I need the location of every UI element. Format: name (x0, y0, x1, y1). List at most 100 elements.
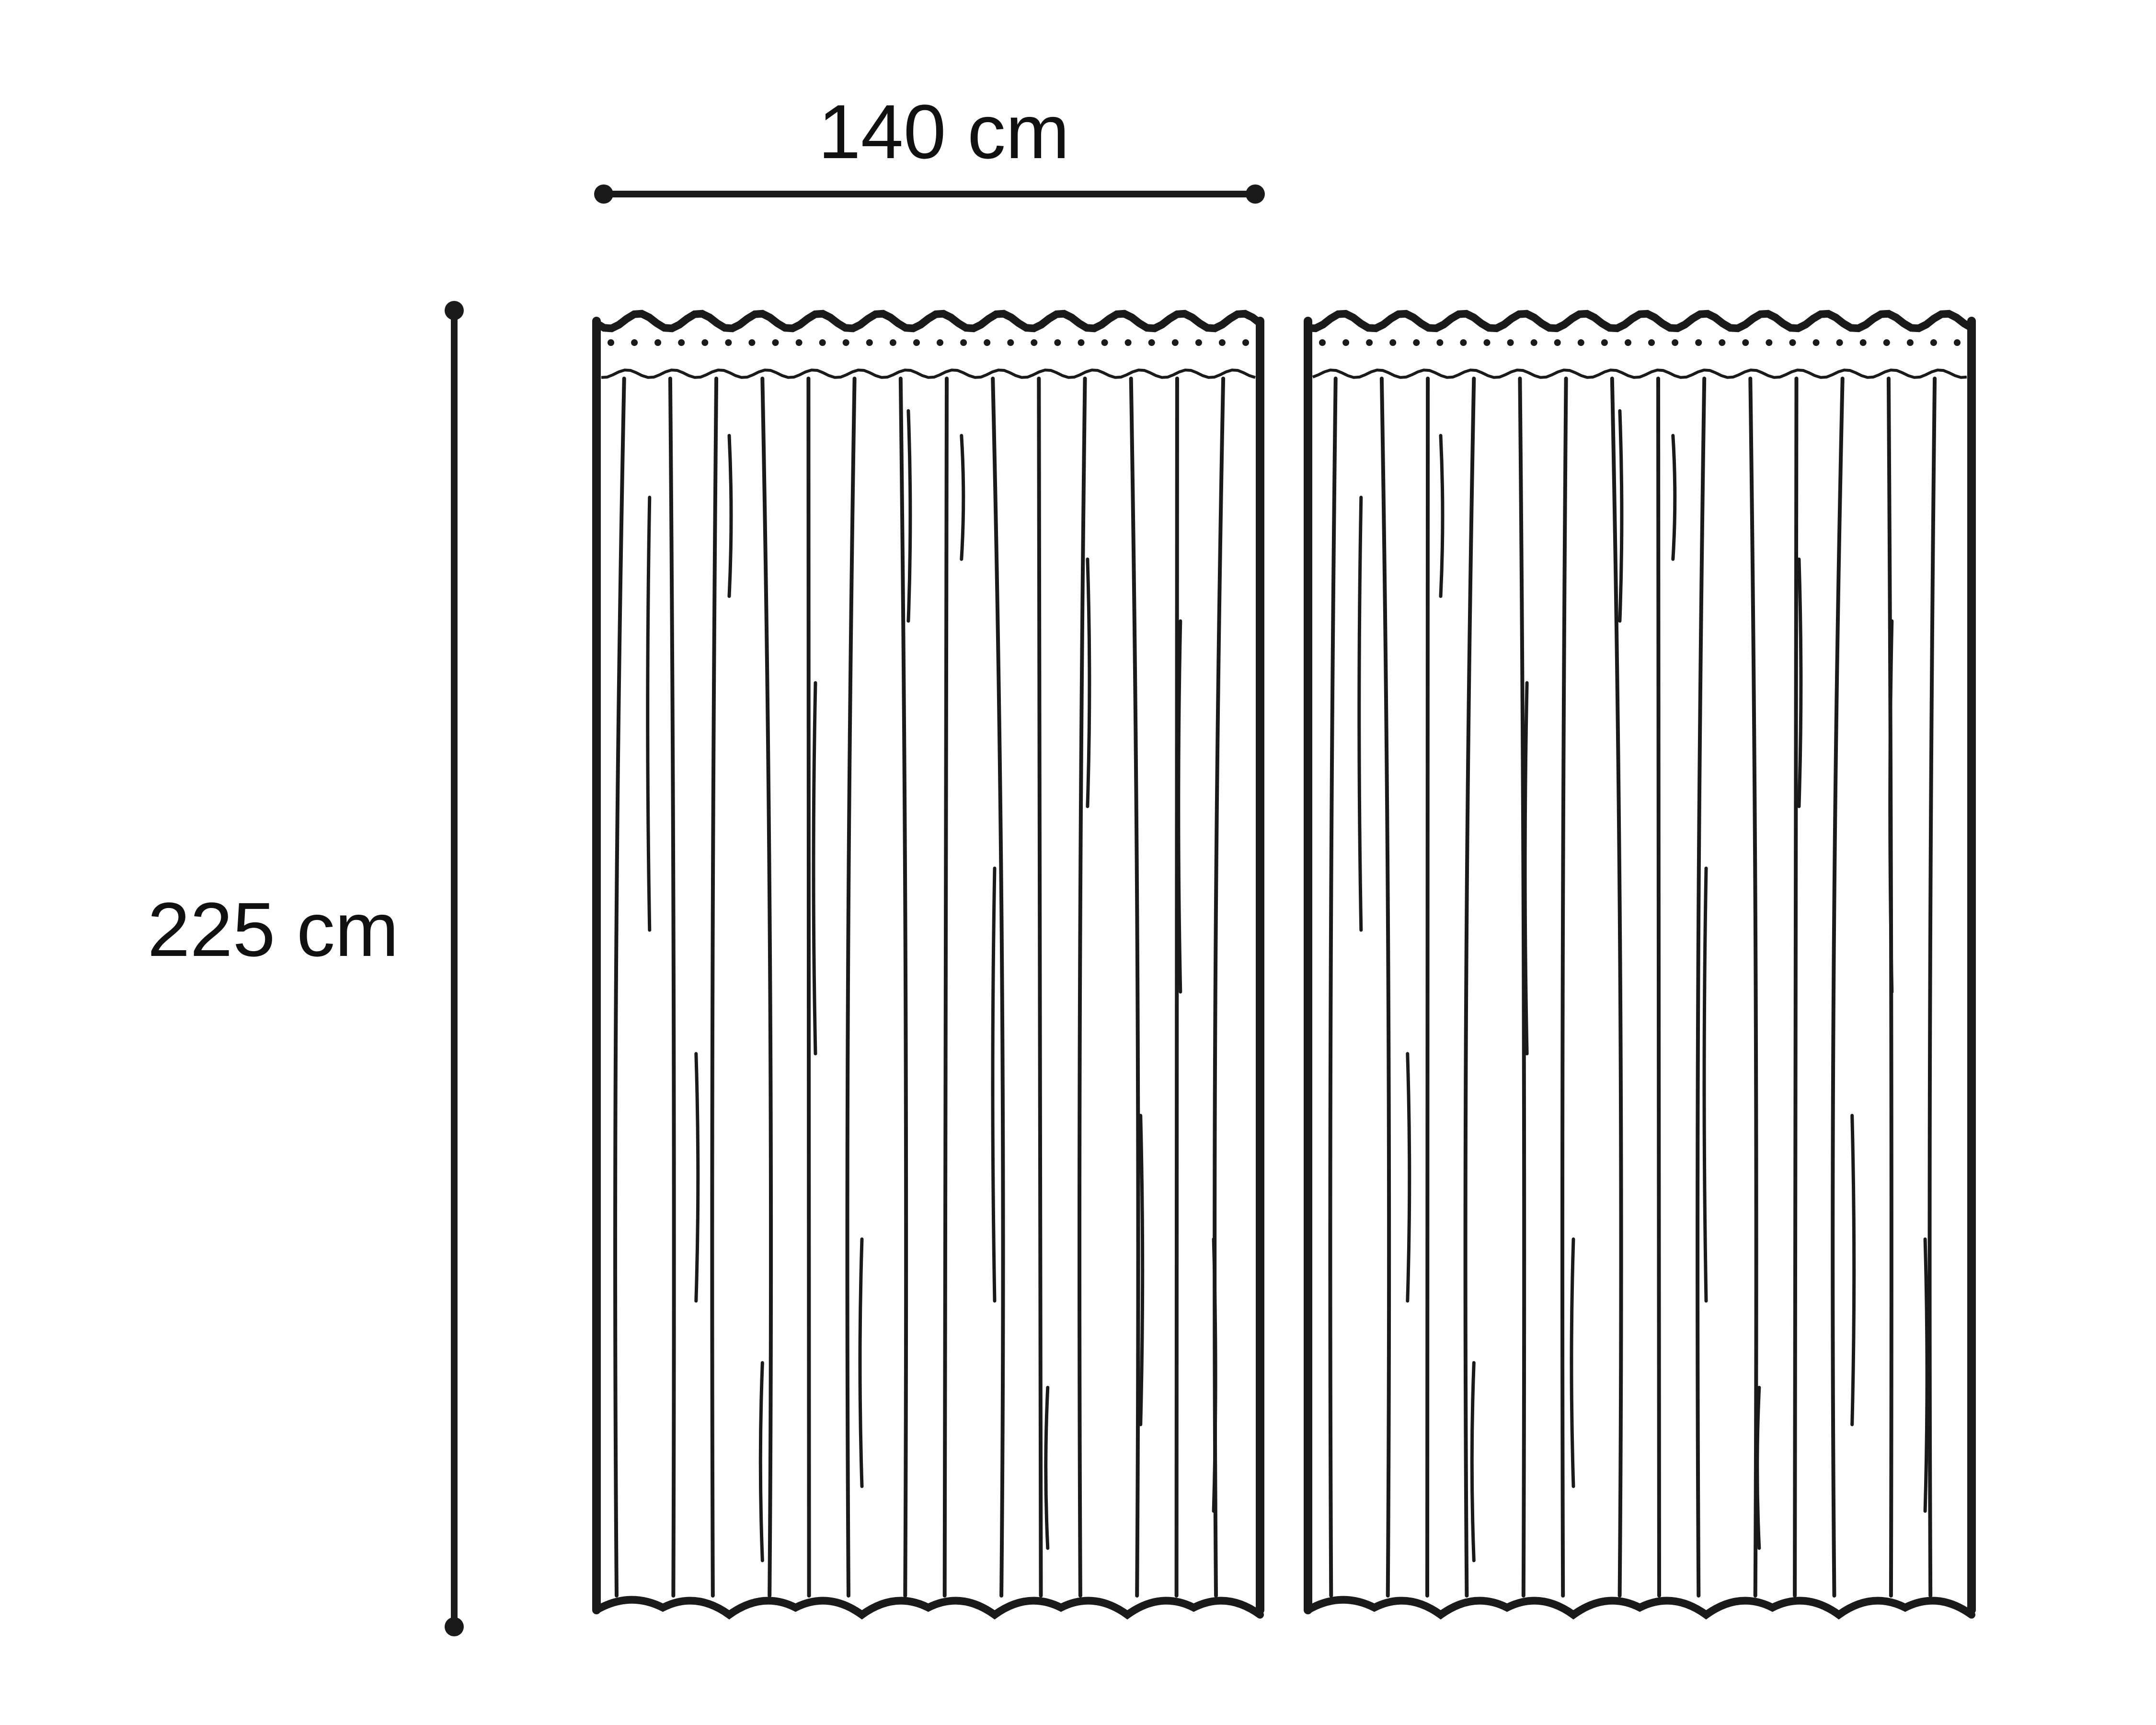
curtain-fold-line (1610, 377, 1623, 1598)
curtain-hook-hole (772, 339, 779, 346)
curtain-hook-hole (1766, 339, 1773, 346)
curtain-fold-line (1037, 377, 1044, 1598)
curtain-hook-hole (1054, 339, 1061, 346)
curtain-fold-accent (1470, 1361, 1476, 1563)
curtain-hook-hole (1954, 339, 1961, 346)
curtain-fold-accent (1671, 434, 1677, 561)
curtain-fold-line (1425, 377, 1430, 1598)
curtain-hook-hole (1319, 339, 1326, 346)
curtain-fold-line (1379, 377, 1391, 1598)
curtain-fold-accent (991, 866, 997, 1303)
curtain-fold-line (898, 377, 908, 1598)
curtain-hook-hole (678, 339, 685, 346)
curtain-fold-accent (1850, 1114, 1856, 1426)
curtain-fold-accent (1406, 1052, 1411, 1303)
curtain-fold-line (668, 377, 676, 1598)
curtain-hook-hole (1742, 339, 1749, 346)
curtain-fold-accent (646, 495, 652, 932)
curtain-fold-line (760, 377, 773, 1598)
curtain-fold-line (845, 377, 857, 1598)
curtain-hook-hole (1460, 339, 1467, 346)
curtain-hook-hole (1672, 339, 1679, 346)
width-label: 140 cm (818, 89, 1070, 174)
curtain-fold-line (991, 377, 1005, 1598)
curtain-hook-hole (1242, 339, 1249, 346)
curtain-hook-hole (795, 339, 803, 346)
width-dimension: 140 cm (594, 89, 1265, 204)
curtain-fold-accent (1212, 1237, 1217, 1513)
curtain-fold-accent (812, 681, 817, 1056)
curtain-fold-accent (1086, 557, 1091, 808)
curtain-hook-hole (1171, 339, 1179, 346)
curtain-fold-accent (1177, 619, 1182, 994)
curtain-hook-hole (1436, 339, 1444, 346)
curtain-fold-line (613, 377, 626, 1598)
curtain-fold-line (942, 377, 949, 1598)
curtain-fold-line (1078, 377, 1087, 1598)
curtain-hook-hole (960, 339, 967, 346)
curtain-fold-accent (1797, 557, 1803, 808)
curtain-hook-hole (866, 339, 873, 346)
curtain-fold-line (1748, 377, 1758, 1598)
curtain-fold-accent (758, 1361, 764, 1563)
curtain-hook-hole (1483, 339, 1491, 346)
curtain-hook-hole (1530, 339, 1537, 346)
curtain-hook-hole (842, 339, 849, 346)
curtain-fold-accent (727, 434, 733, 598)
curtain-hook-hole (1648, 339, 1655, 346)
curtain-fold-accent (1755, 1386, 1761, 1550)
curtain-top-edge (593, 310, 1264, 333)
curtain-hook-hole (1124, 339, 1132, 346)
curtain-hook-hole (1906, 339, 1914, 346)
curtain-panel-right (1304, 310, 1976, 1620)
width-dimension-end-right (1246, 184, 1265, 204)
curtain-hook-hole (608, 339, 614, 346)
curtain-fold-accent (960, 434, 965, 561)
curtain-fold-accent (906, 409, 912, 623)
curtain-hook-hole (937, 339, 943, 346)
curtain-heading-tape (1312, 368, 1967, 379)
curtain-hook-hole (1031, 339, 1038, 346)
curtain-hook-hole (1413, 339, 1420, 346)
curtain-fold-line (1927, 377, 1937, 1598)
curtain-fold-line (1831, 377, 1845, 1598)
curtain-hook-hole (725, 339, 732, 346)
curtain-hook-hole (701, 339, 709, 346)
curtain-panel-left (592, 310, 1264, 1620)
curtain-fold-accent (1923, 1237, 1929, 1513)
curtain-hook-hole (1601, 339, 1608, 346)
width-dimension-end-left (594, 184, 613, 204)
curtain-fold-line (1792, 377, 1799, 1598)
curtain-fold-accent (1439, 434, 1445, 598)
curtain-hook-hole (1695, 339, 1702, 346)
curtain-fold-accent (694, 1052, 700, 1303)
curtain-fold-line (1129, 377, 1140, 1598)
curtain-hook-hole (1218, 339, 1226, 346)
curtain-hook-hole (631, 339, 638, 346)
curtain-hook-hole (1719, 339, 1726, 346)
curtain-hook-hole (1007, 339, 1014, 346)
curtain-fold-line (1463, 377, 1476, 1598)
curtain-heading-tape (601, 368, 1256, 379)
curtain-bottom-hem (593, 1596, 1264, 1620)
curtain-bottom-hem (1304, 1596, 1975, 1620)
curtain-hook-hole (1883, 339, 1890, 346)
curtain-hook-hole (889, 339, 896, 346)
height-dimension: 225 cm (148, 301, 464, 1636)
curtain-fold-accent (1044, 1386, 1050, 1550)
curtain-hook-hole (1577, 339, 1584, 346)
curtain-fold-accent (1570, 1237, 1575, 1488)
curtain-fold-accent (1888, 619, 1894, 994)
curtain-hook-hole (1554, 339, 1561, 346)
curtain-fold-line (1656, 377, 1662, 1598)
curtain-fold-line (806, 377, 811, 1598)
curtain-fold-line (1328, 377, 1338, 1598)
height-dimension-end-top (445, 301, 464, 320)
curtain-hook-hole (1836, 339, 1843, 346)
curtain-fold-accent (1357, 495, 1363, 932)
curtain-hook-hole (1101, 339, 1108, 346)
curtain-hook-hole (913, 339, 920, 346)
curtain-fold-accent (1523, 681, 1529, 1056)
curtain-hook-hole (1195, 339, 1202, 346)
curtain-hook-hole (1342, 339, 1350, 346)
